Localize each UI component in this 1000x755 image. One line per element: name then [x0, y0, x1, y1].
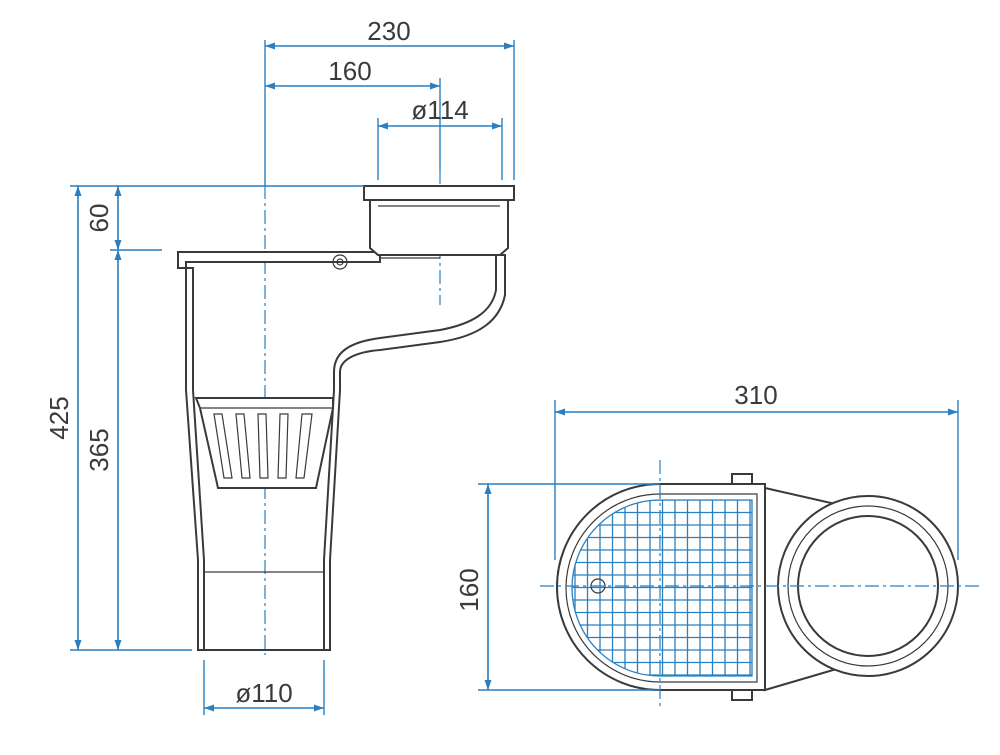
side-view	[177, 170, 515, 655]
d-shape-inner	[565, 493, 758, 683]
basket-slots	[213, 413, 313, 479]
grid-border	[571, 499, 753, 677]
tab-top	[731, 473, 753, 485]
label-60: 60	[84, 204, 114, 233]
socket-rim	[363, 185, 515, 201]
label-110: ø110	[235, 678, 292, 708]
top-flange	[177, 251, 381, 269]
basket	[194, 397, 334, 489]
plan-view	[540, 460, 980, 710]
label-114: ø114	[411, 95, 468, 125]
label-365: 365	[84, 428, 114, 471]
body-outline	[185, 254, 506, 651]
plan-dimension-lines	[478, 400, 959, 691]
label-160-top: 160	[328, 56, 371, 86]
side-extension-lines	[70, 40, 515, 715]
label-160-plan: 160	[454, 568, 484, 611]
side-dimension-lines	[74, 42, 514, 712]
tab-bottom	[731, 689, 753, 701]
screw-boss	[332, 254, 348, 270]
grid-lines	[572, 500, 752, 676]
label-230: 230	[367, 16, 410, 46]
label-310: 310	[734, 380, 777, 410]
screw-hole	[336, 258, 344, 266]
label-425: 425	[44, 396, 74, 439]
socket-body	[369, 199, 509, 256]
